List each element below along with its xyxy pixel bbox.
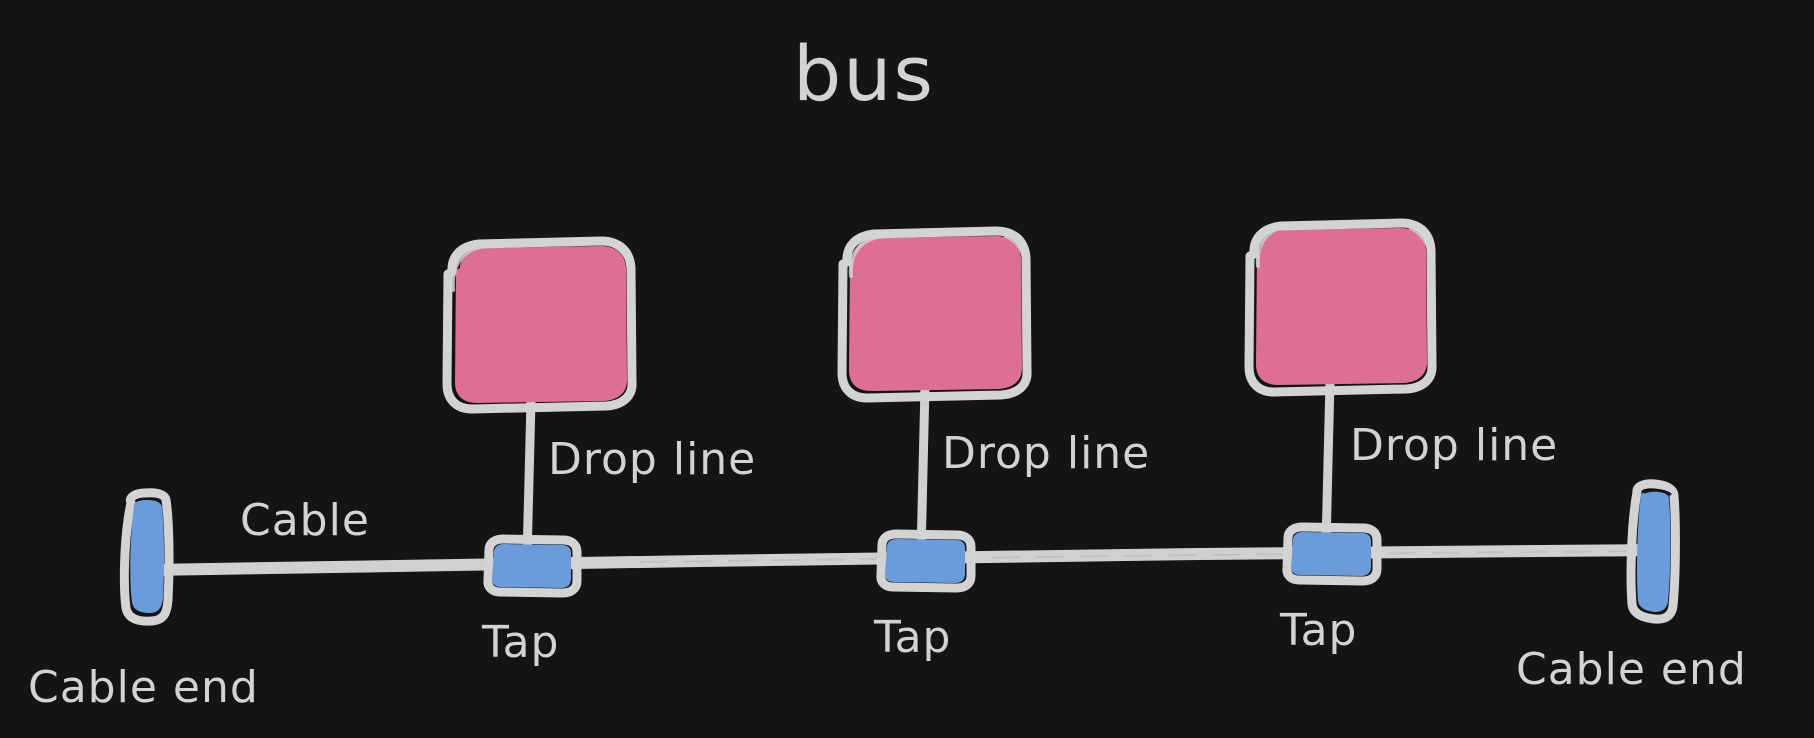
node-1-tap-fill: [492, 544, 571, 588]
node-1-box-outline: [442, 236, 637, 414]
node-2-box-outline: [837, 226, 1032, 403]
bus-cable-line-inner-shade: [639, 550, 1651, 563]
node-2-tap-fill: [885, 539, 965, 583]
left-cable-end[interactable]: Cable end: [28, 488, 259, 713]
node-2-drop-line-label: Drop line: [942, 428, 1150, 479]
node-1-tap[interactable]: [483, 534, 582, 598]
diagram-title: bus: [793, 29, 935, 118]
node-2-station-box[interactable]: [837, 226, 1032, 403]
node-1-drop-line-label: Drop line: [548, 434, 756, 485]
right-cable-end-label: Cable end: [1516, 644, 1747, 695]
left-cable-end-outline: [119, 488, 174, 626]
node-2-tap-label: Tap: [873, 612, 952, 663]
node-2-box-outline-sketch: [848, 234, 1028, 278]
node-1-box-outline-sketch: [450, 244, 633, 292]
node-3-box-outline-sketch: [1255, 224, 1433, 268]
node-1-box-fill: [455, 246, 627, 403]
node-2-group: Drop line Tap: [837, 226, 1150, 663]
node-2-tap[interactable]: [876, 529, 976, 593]
node-3-tap-outline: [1282, 522, 1382, 586]
cable-label: Cable: [240, 495, 370, 546]
left-cable-end-label: Cable end: [28, 662, 259, 713]
node-3-station-box[interactable]: [1244, 218, 1437, 397]
right-cable-end-fill: [1637, 490, 1671, 612]
node-3-box-fill: [1256, 228, 1427, 385]
node-3-tap-fill: [1291, 532, 1371, 576]
node-1-tap-outline: [483, 534, 582, 598]
node-3-drop-line: [1321, 377, 1335, 551]
node-1-tap-label: Tap: [481, 617, 560, 668]
node-3-tap[interactable]: [1282, 522, 1382, 586]
node-3-box-outline: [1244, 218, 1437, 397]
node-2-tap-outline: [876, 529, 976, 593]
node-3-group: Drop line Tap: [1244, 218, 1558, 656]
node-2-drop-line: [916, 381, 930, 558]
node-2-box-fill: [849, 236, 1022, 391]
node-3-tap-label: Tap: [1279, 605, 1358, 656]
node-1-station-box[interactable]: [442, 236, 637, 414]
right-cable-end[interactable]: Cable end: [1516, 479, 1747, 695]
node-1-group: Drop line Tap: [442, 236, 756, 668]
node-1-drop-line: [522, 395, 536, 563]
node-3-drop-line-label: Drop line: [1350, 420, 1558, 471]
right-cable-end-sketch-accent: [1643, 488, 1672, 496]
left-cable-end-fill: [130, 500, 165, 613]
right-cable-end-outline: [1626, 479, 1680, 624]
